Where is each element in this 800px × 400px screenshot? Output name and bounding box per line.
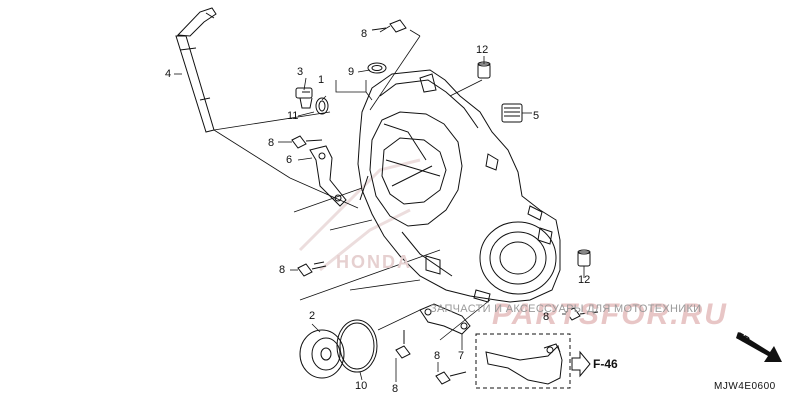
part-8-bolt-lower — [395, 330, 411, 359]
callout-5: 5 — [533, 110, 540, 122]
part-8-bolt-left — [291, 135, 323, 149]
part-8-bolt-mid — [297, 261, 327, 277]
part-4-shift-arm — [175, 7, 217, 133]
callout-3: 3 — [297, 66, 304, 78]
callout-8-top: 8 — [361, 28, 368, 40]
ref-box-f46 — [475, 333, 571, 389]
fr-arrow — [736, 332, 782, 362]
watermark-brand: HONDA — [336, 252, 412, 272]
callout-8-lower: 8 — [392, 383, 399, 395]
callout-6: 6 — [286, 154, 293, 166]
part-9-seal — [367, 62, 387, 74]
callout-2: 2 — [309, 310, 316, 322]
callout-11: 11 — [287, 110, 299, 122]
callout-12-bottom: 12 — [578, 274, 591, 286]
part-8-bolt-bottom — [435, 371, 467, 385]
callout-8-mid: 8 — [279, 264, 286, 276]
part-6-bracket — [309, 145, 347, 207]
arrow-to-f46 — [571, 350, 591, 378]
diagram-code: MJW4E0600 — [714, 381, 776, 392]
callout-10: 10 — [355, 380, 368, 392]
leader-lines — [174, 25, 585, 382]
watermark-text: ЗАПЧАСТИ И АКСЕССУАРЫ ДЛЯ МОТОТЕХНИКИ — [430, 303, 702, 315]
part-3-plug — [295, 87, 313, 109]
part-2-cover-disc — [299, 329, 345, 379]
callout-8-right: 8 — [543, 311, 550, 323]
callout-9: 9 — [348, 66, 355, 78]
part-12-dowel-top — [477, 61, 491, 79]
part-12-dowel-bottom — [577, 249, 591, 267]
part-8-bolt-right — [565, 307, 599, 321]
part-1-clutch-cover — [357, 69, 561, 303]
callout-12-top: 12 — [476, 44, 489, 56]
part-11-oring — [315, 97, 329, 115]
callout-7: 7 — [458, 350, 465, 362]
part-10-oring-large — [336, 319, 378, 373]
ref-f46-label: F-46 — [593, 357, 618, 371]
callout-1: 1 — [318, 74, 325, 86]
watermark-logo: PARTSFOR.RU — [492, 298, 728, 331]
callout-8-left: 8 — [268, 137, 275, 149]
part-8-bolt-top — [371, 19, 407, 33]
part-7-bracket — [419, 303, 471, 335]
callout-8-bottom: 8 — [434, 350, 441, 362]
part-5-clip — [501, 103, 523, 123]
callout-4: 4 — [165, 68, 172, 80]
